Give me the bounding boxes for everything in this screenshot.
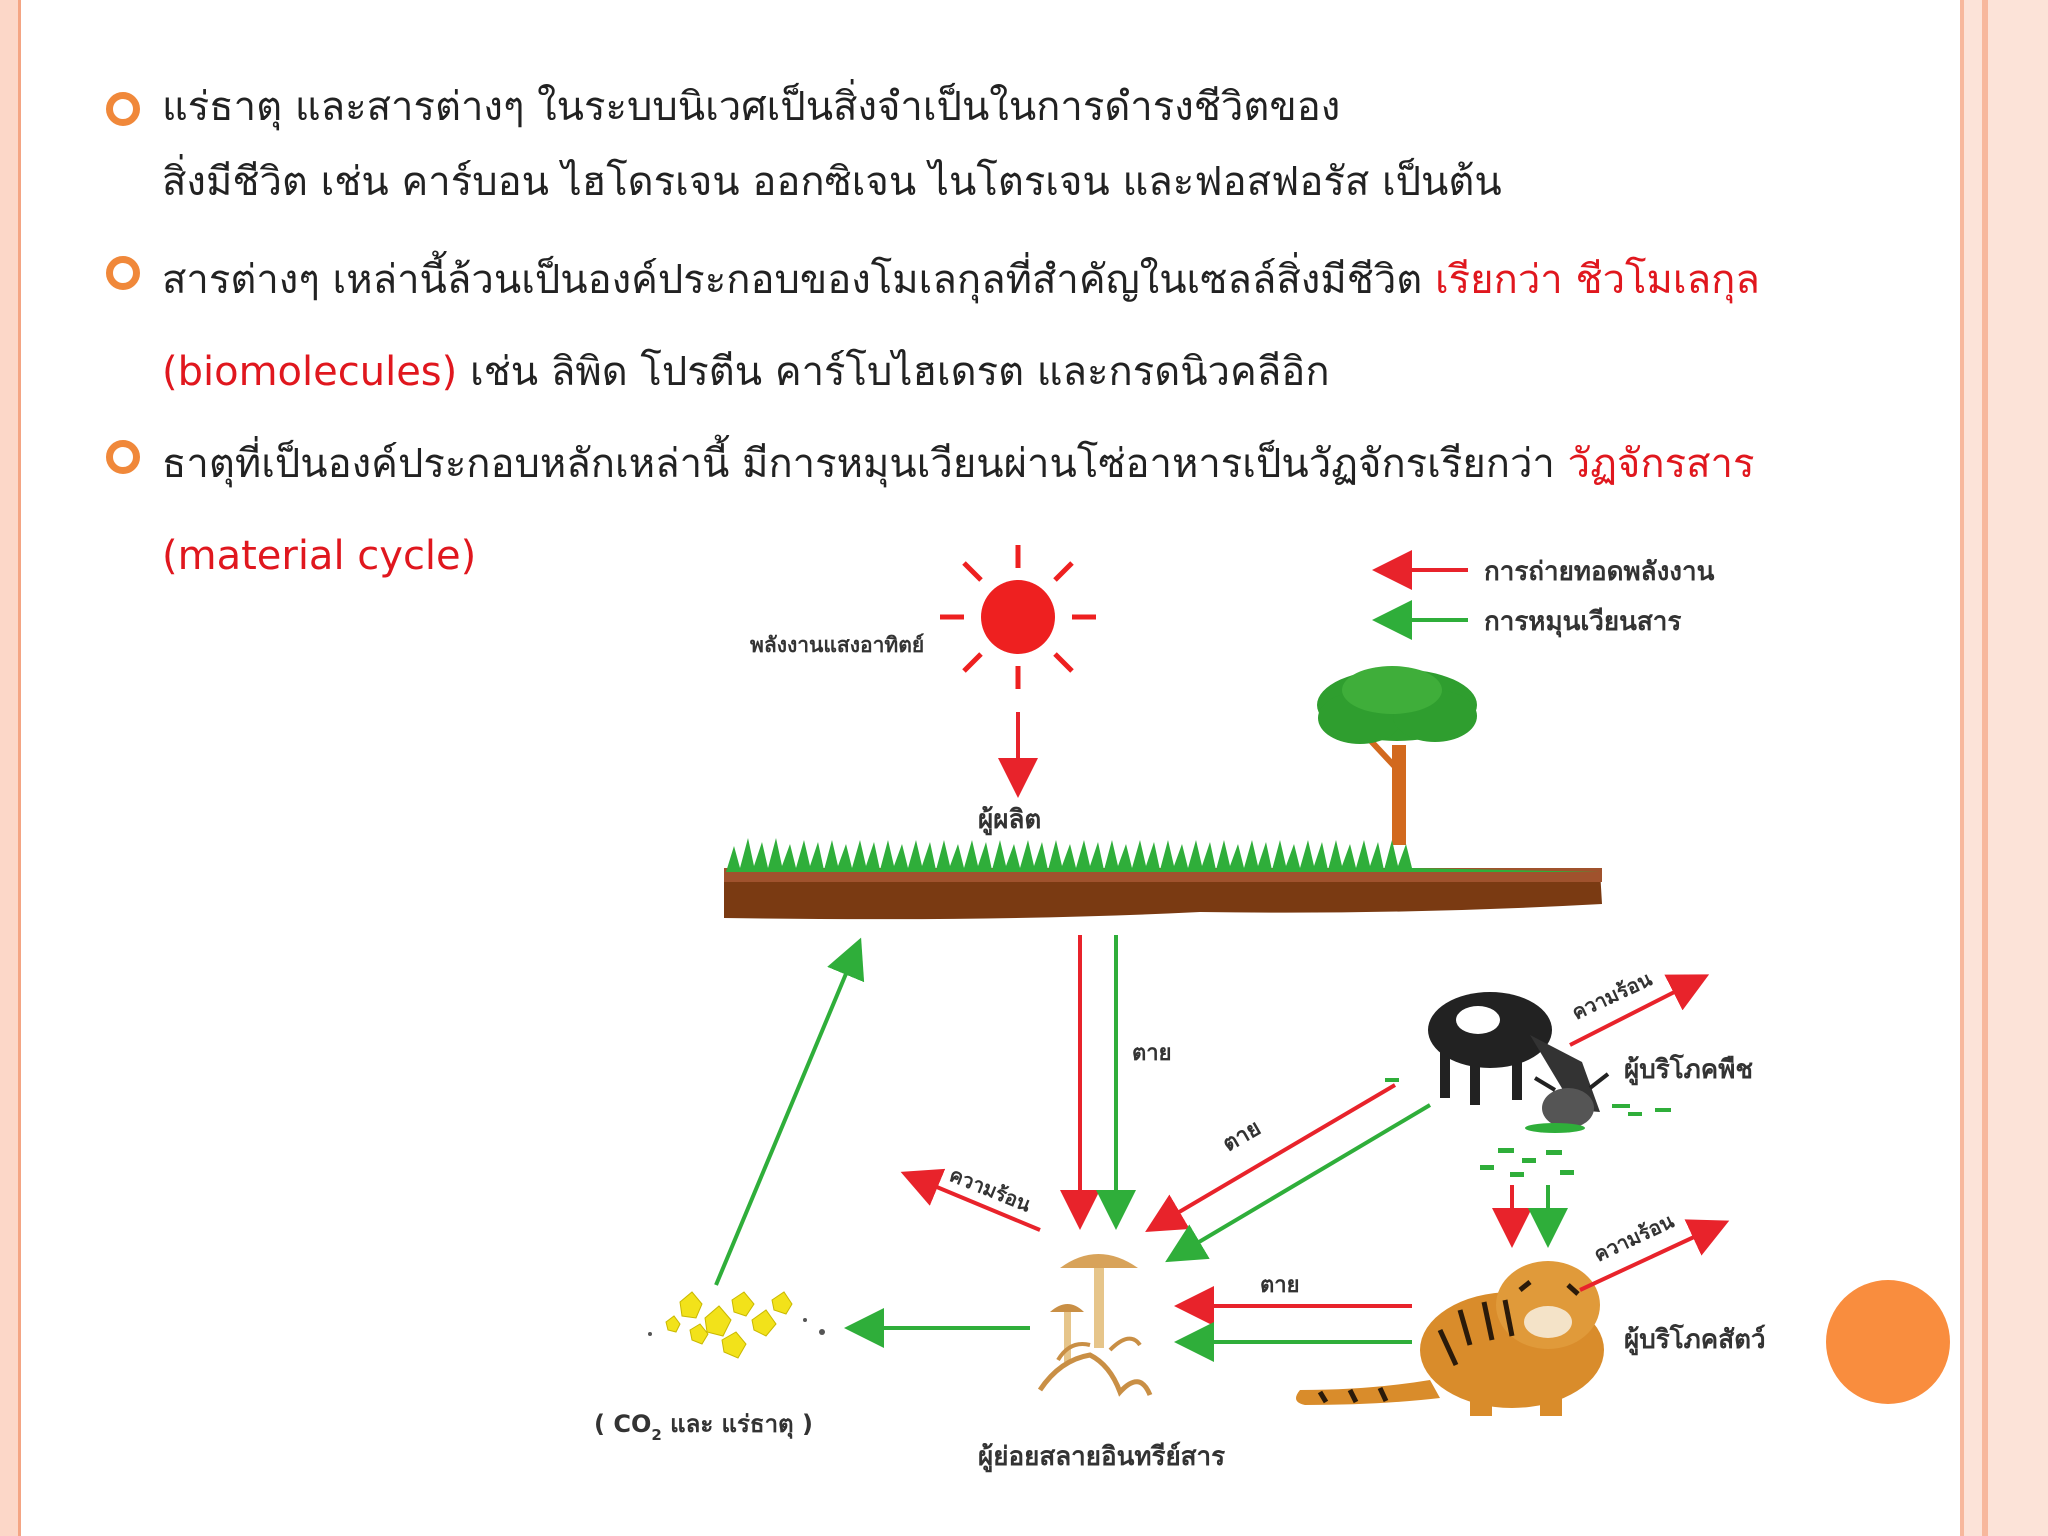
material-cycle-term: (material cycle): [162, 533, 477, 579]
herbivore-dead-energy-arrow: [1145, 1083, 1397, 1233]
mineral-dots-icon: [648, 1318, 825, 1336]
grass-clippings-icon: [1385, 1078, 1671, 1177]
bullet-2-line-2: (biomolecules) เช่น ลิพิด โปรตีน คาร์โบไ…: [162, 326, 1940, 418]
bullet-3-line-2: (material cycle): [162, 510, 1940, 602]
decorative-orange-circle: [1826, 1280, 1950, 1404]
bullet-1-line-2: สิ่งมีชีวิต เช่น คาร์บอน ไฮโดรเจน ออกซิเ…: [162, 159, 1502, 205]
cow-icon: [1428, 992, 1610, 1133]
bullet-item: ธาตุที่เป็นองค์ประกอบหลักเหล่านี้ มีการห…: [100, 418, 1940, 602]
biomolecules-term: (biomolecules): [162, 349, 458, 395]
producer-label: ผู้ผลิต: [978, 805, 1041, 836]
grassland-icon: [724, 838, 1602, 920]
bullet-2-highlight: เรียกว่า ชีวโมเลกุล: [1435, 257, 1760, 303]
tiger-icon: [1296, 1261, 1604, 1416]
bullet-3-highlight: วัฏจักรสาร: [1567, 441, 1755, 487]
tree-icon: [1317, 666, 1477, 845]
bullet-item: สารต่างๆ เหล่านี้ล้วนเป็นองค์ประกอบของโม…: [100, 234, 1940, 418]
mushroom-icon: [1037, 1254, 1153, 1397]
carnivore-heat-arrow: [1579, 1219, 1730, 1292]
dead-label-herbivore: ตาย: [1219, 1116, 1266, 1157]
dead-label-producer: ตาย: [1132, 1041, 1172, 1066]
bullet-item: แร่ธาตุ และสารต่างๆ ในระบบนิเวศเป็นสิ่งจ…: [100, 70, 1940, 220]
dead-label-carnivore: ตาย: [1260, 1273, 1300, 1298]
sun-icon: [940, 545, 1096, 689]
legend-material-label: การหมุนเวียนสาร: [1484, 607, 1681, 638]
bullet-3-line-1: ธาตุที่เป็นองค์ประกอบหลักเหล่านี้ มีการห…: [162, 418, 1940, 510]
bullet-2-line-1: สารต่างๆ เหล่านี้ล้วนเป็นองค์ประกอบของโม…: [162, 234, 1940, 326]
ring-bullet-icon: [106, 92, 140, 126]
minerals-icon: [665, 1291, 793, 1359]
nutrients-label-subscript: 2: [651, 1426, 661, 1444]
ring-bullet-icon: [106, 256, 140, 290]
bullet-1-line-1: แร่ธาตุ และสารต่างๆ ในระบบนิเวศเป็นสิ่งจ…: [162, 84, 1341, 130]
nutrients-to-producer-arrow: [714, 937, 865, 1286]
nutrients-label: ( CO2 และ แร่ธาตุ ): [594, 1410, 813, 1444]
right-border: [1960, 0, 2048, 1536]
bullet-2-text: สารต่างๆ เหล่านี้ล้วนเป็นองค์ประกอบของโม…: [162, 257, 1435, 303]
decomposer-label: ผู้ย่อยสลายอินทรีย์สาร: [978, 1441, 1225, 1473]
bullet-list: แร่ธาตุ และสารต่างๆ ในระบบนิเวศเป็นสิ่งจ…: [100, 70, 1940, 602]
herbivore-heat-arrow: [1569, 974, 1710, 1047]
nutrients-label-rest: และ แร่ธาตุ ): [662, 1410, 813, 1440]
nutrients-label-open: ( CO: [594, 1410, 651, 1438]
legend-energy-label: การถ่ายทอดพลังงาน: [1484, 557, 1715, 587]
sunlight-label: พลังงานแสงอาทิตย์: [750, 633, 924, 657]
herbivore-dead-material-arrow: [1165, 1103, 1432, 1263]
left-border: [0, 0, 21, 1536]
heat-label-carnivore: ความร้อน: [1590, 1209, 1678, 1267]
heat-label-herbivore: ความร้อน: [1568, 967, 1656, 1025]
herbivore-label: ผู้บริโภคพืช: [1624, 1053, 1753, 1086]
bullet-3-text: ธาตุที่เป็นองค์ประกอบหลักเหล่านี้ มีการห…: [162, 441, 1568, 487]
bullet-2-examples: เช่น ลิพิด โปรตีน คาร์โบไฮเดรต และกรดนิว…: [457, 349, 1330, 395]
ring-bullet-icon: [106, 440, 140, 474]
decomposer-heat-arrow: [900, 1168, 1041, 1232]
carnivore-label: ผู้บริโภคสัตว์: [1624, 1323, 1766, 1356]
